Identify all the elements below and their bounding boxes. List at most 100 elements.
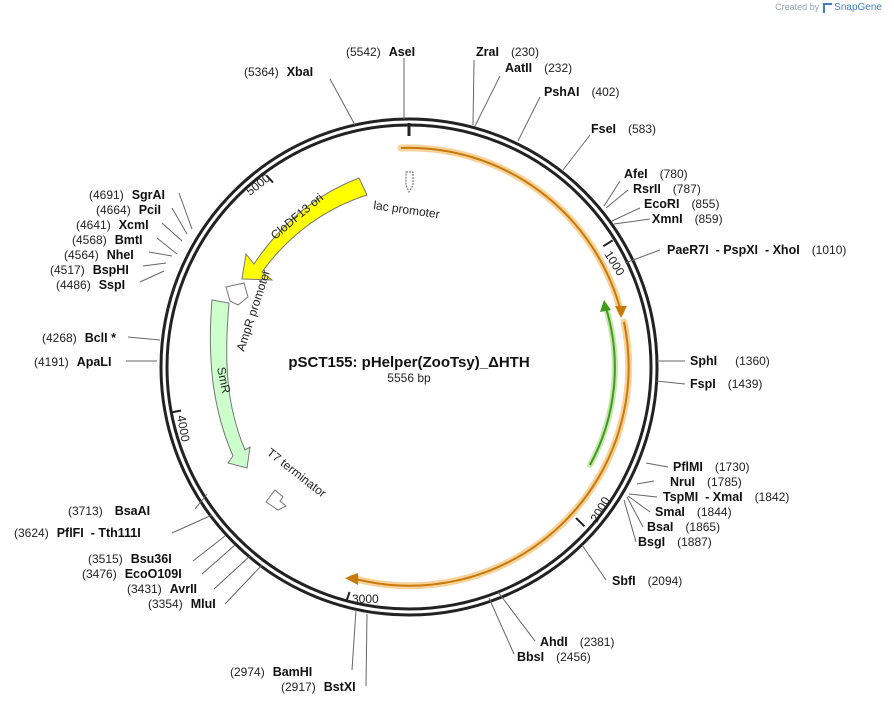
svg-text:(4568)BmtI: (4568)BmtI: [72, 233, 142, 247]
site-asei[interactable]: (5542)AseI: [346, 45, 415, 59]
brand-prefix: Created by: [775, 2, 820, 12]
svg-text:(3713)BsaAI: (3713)BsaAI: [68, 504, 150, 518]
svg-text:(4268)BclI *: (4268)BclI *: [42, 331, 116, 345]
smr-feature[interactable]: SmR: [209, 299, 251, 469]
svg-text:(4691)SgrAI: (4691)SgrAI: [89, 188, 165, 202]
svg-text:ZraI(230): ZraI(230): [476, 45, 539, 59]
site-nrui[interactable]: NruI(1785): [670, 475, 742, 489]
site-bsai[interactable]: BsaI(1865): [647, 520, 720, 534]
site-ecori[interactable]: EcoRI(855): [644, 197, 719, 211]
tick-label-5000: 5000: [243, 171, 273, 199]
orf-arc-3[interactable]: [589, 307, 616, 466]
site-sphi[interactable]: SphI(1360): [690, 354, 770, 368]
site-bcli[interactable]: (4268)BclI *: [42, 331, 116, 345]
plasmid-length: 5556 bp: [387, 371, 431, 385]
site-leader-lines: [126, 58, 686, 687]
backbone-outer-strand: [159, 117, 659, 617]
svg-text:FspI(1439): FspI(1439): [690, 377, 762, 391]
site-xcmi[interactable]: (4641)XcmI: [76, 218, 149, 232]
tick-4000: 4000: [170, 409, 193, 443]
site-bsgi[interactable]: BsgI(1887): [638, 535, 712, 549]
site-sspi[interactable]: (4486)SspI: [56, 278, 125, 292]
svg-text:(4641)XcmI: (4641)XcmI: [76, 218, 149, 232]
site-xbai[interactable]: (5364)XbaI: [244, 65, 313, 79]
site-bsphi[interactable]: (4517)BspHI: [50, 263, 129, 277]
ampr-promoter-feature[interactable]: AmpR promoter: [225, 268, 273, 353]
site-pshai[interactable]: PshAI(402): [544, 85, 619, 99]
svg-text:FseI(583): FseI(583): [591, 122, 656, 136]
tick-3000: 3000: [345, 591, 379, 606]
svg-text:(3431)AvrII: (3431)AvrII: [127, 582, 197, 596]
orf-arc-1-arrowhead: [615, 306, 627, 318]
site-bamhi[interactable]: (2974)BamHI: [230, 665, 312, 679]
site-avrii[interactable]: (3431)AvrII: [127, 582, 197, 596]
site-sgrai[interactable]: (4691)SgrAI: [89, 188, 165, 202]
t7-terminator-feature[interactable]: T7 terminator: [264, 445, 329, 511]
plasmid-title: pSCT155: pHelper(ZooTsy)_ΔHTH: [288, 354, 529, 371]
svg-text:BsgI(1887): BsgI(1887): [638, 535, 712, 549]
lac-promoter-feature[interactable]: lac promoter: [373, 171, 441, 221]
svg-text:XmnI(859): XmnI(859): [652, 212, 723, 226]
svg-text:PaeR7I - PspXI - XhoI(1010): PaeR7I - PspXI - XhoI(1010): [667, 243, 846, 257]
snapgene-logo-icon: [823, 2, 833, 13]
site-pcii[interactable]: (4664)PciI: [96, 203, 161, 217]
svg-text:PflMI(1730): PflMI(1730): [673, 460, 750, 474]
site-bmti[interactable]: (4568)BmtI: [72, 233, 142, 247]
site-ecoo109i[interactable]: (3476)EcoO109I: [82, 567, 182, 581]
site-fsei[interactable]: FseI(583): [591, 122, 656, 136]
site-zrai[interactable]: ZraI(230): [476, 45, 539, 59]
site-nhei[interactable]: (4564)NheI: [64, 248, 134, 262]
site-fspi[interactable]: FspI(1439): [690, 377, 762, 391]
tick-label-3000: 3000: [352, 592, 379, 606]
svg-text:(4486)SspI: (4486)SspI: [56, 278, 125, 292]
tick-5000: 5000: [243, 171, 274, 199]
svg-text:PshAI(402): PshAI(402): [544, 85, 619, 99]
svg-text:(2917)BstXI: (2917)BstXI: [281, 680, 356, 694]
svg-text:AfeI(780): AfeI(780): [624, 167, 688, 181]
svg-text:(2974)BamHI: (2974)BamHI: [230, 665, 312, 679]
svg-text:NruI(1785): NruI(1785): [670, 475, 742, 489]
svg-text:(3476)EcoO109I: (3476)EcoO109I: [82, 567, 182, 581]
site-paer7i-pspxi-xhoi[interactable]: PaeR7I - PspXI - XhoI(1010): [667, 243, 846, 257]
svg-text:BsaI(1865): BsaI(1865): [647, 520, 720, 534]
clodf13-ori-feature[interactable]: CloDF13 ori: [241, 177, 368, 281]
site-ahdi[interactable]: AhdI(2381): [540, 635, 614, 649]
orf-arc-1[interactable]: [400, 146, 622, 313]
site-bbsi[interactable]: BbsI(2456): [517, 650, 591, 664]
site-sbfi[interactable]: SbfI(2094): [612, 574, 682, 588]
site-bsu36i[interactable]: (3515)Bsu36I: [88, 552, 172, 566]
orf-arc-3-arrowhead: [600, 300, 611, 312]
site-bsaai[interactable]: (3713)BsaAI: [68, 504, 150, 518]
site-bstxi[interactable]: (2917)BstXI: [281, 680, 356, 694]
tick-label-4000: 4000: [174, 414, 192, 443]
site-afei[interactable]: AfeI(780): [624, 167, 688, 181]
orf-arc-2[interactable]: [351, 321, 630, 587]
svg-text:AatII(232): AatII(232): [505, 61, 572, 75]
site-pflfi-tth111i[interactable]: (3624)PflFI - Tth111I: [14, 526, 141, 540]
site-tspmi-xmai[interactable]: TspMI - XmaI(1842): [663, 490, 789, 504]
site-mlui[interactable]: (3354)MluI: [148, 597, 216, 611]
site-aatii[interactable]: AatII(232): [505, 61, 572, 75]
lac-promoter-label: lac promoter: [373, 198, 441, 221]
site-xmni[interactable]: XmnI(859): [652, 212, 723, 226]
site-smai[interactable]: SmaI(1844): [655, 505, 732, 519]
tick-label-2000: 2000: [587, 494, 613, 524]
svg-text:TspMI - XmaI(1842): TspMI - XmaI(1842): [663, 490, 789, 504]
site-rsrii[interactable]: RsrII(787): [633, 182, 701, 196]
orf-arc-2-arrowhead: [345, 573, 358, 585]
svg-text:(3515)Bsu36I: (3515)Bsu36I: [88, 552, 172, 566]
svg-text:EcoRI(855): EcoRI(855): [644, 197, 719, 211]
svg-text:SmaI(1844): SmaI(1844): [655, 505, 732, 519]
svg-text:(3624)PflFI - Tth111I: (3624)PflFI - Tth111I: [14, 526, 141, 540]
site-apali[interactable]: (4191)ApaLI: [34, 355, 111, 369]
svg-text:SphI(1360): SphI(1360): [690, 354, 770, 368]
svg-text:(5364)XbaI: (5364)XbaI: [244, 65, 313, 79]
svg-text:BbsI(2456): BbsI(2456): [517, 650, 591, 664]
svg-text:(4664)PciI: (4664)PciI: [96, 203, 161, 217]
svg-text:RsrII(787): RsrII(787): [633, 182, 701, 196]
site-pflmi[interactable]: PflMI(1730): [673, 460, 750, 474]
svg-text:(5542)AseI: (5542)AseI: [346, 45, 415, 59]
ampr-promoter-label: AmpR promoter: [234, 268, 273, 353]
